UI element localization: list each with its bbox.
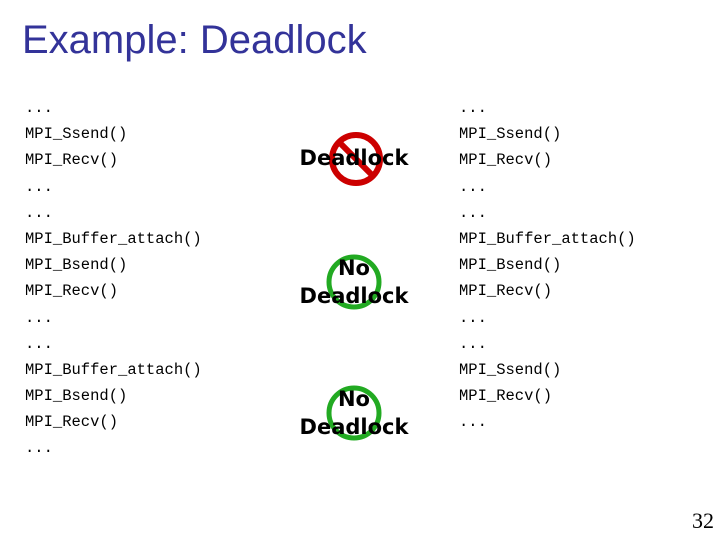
left-process-code: ... MPI_Ssend() MPI_Recv() ... ... MPI_B… [25,95,202,462]
code-line: ... [25,177,53,196]
code-line: MPI_Ssend() [459,360,562,379]
outcome-label-line2: Deadlock [299,415,409,439]
code-line: ... [25,334,53,353]
code-line: MPI_Recv() [25,282,119,301]
code-line: MPI_Recv() [459,387,553,406]
outcome-no-deadlock: No Deadlock [284,383,424,449]
code-line: ... [459,334,487,353]
code-line: MPI_Buffer_attach() [25,229,202,248]
code-line: ... [459,99,487,117]
code-line: ... [25,439,53,458]
code-line: ... [459,413,487,432]
slide-title: Example: Deadlock [22,18,367,62]
code-line: MPI_Bsend() [459,256,562,275]
right-process-code: ... MPI_Ssend() MPI_Recv() ... ... MPI_B… [459,95,636,435]
code-line: MPI_Ssend() [25,125,128,144]
code-line: MPI_Buffer_attach() [25,360,202,379]
ok-circle-icon [326,385,382,441]
outcome-label-line1: No [337,256,370,280]
code-line: ... [25,203,53,222]
outcome-no-deadlock: No Deadlock [284,252,424,318]
code-line: MPI_Recv() [459,282,553,301]
outcome-label-line1: No [337,387,370,411]
code-line: MPI_Recv() [459,151,553,170]
prohibited-icon [329,132,383,186]
code-line: MPI_Recv() [25,413,119,432]
code-line: MPI_Buffer_attach() [459,229,636,248]
code-line: MPI_Ssend() [459,125,562,144]
outcome-deadlock: Deadlock [284,128,424,188]
code-line: MPI_Bsend() [25,256,128,275]
code-line: ... [25,308,53,327]
ok-circle-icon [326,254,382,310]
code-line: MPI_Recv() [25,151,119,170]
outcome-label-line2: Deadlock [299,284,409,308]
code-line: ... [459,177,487,196]
page-number: 32 [692,508,714,533]
code-line: ... [459,203,487,222]
code-line: MPI_Bsend() [25,387,128,406]
outcome-label: Deadlock [299,146,409,170]
code-line: ... [459,308,487,327]
code-line: ... [25,99,53,117]
